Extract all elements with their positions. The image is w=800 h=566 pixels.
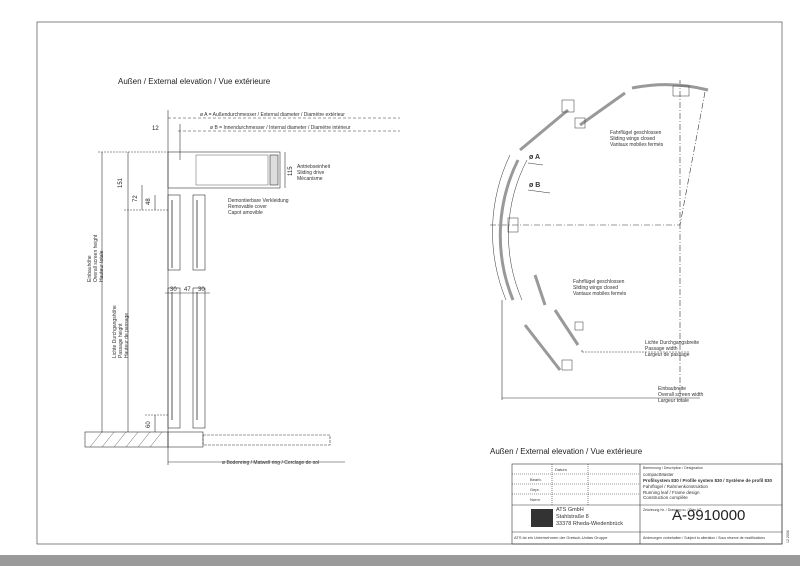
tb-datum: Datum (555, 467, 567, 472)
dim-151: 151 (118, 177, 124, 188)
tb-profile: Profilsystem 830 / Profile system 830 / … (643, 478, 773, 483)
tb-bearb: Bearb. (530, 477, 542, 482)
tb-desc-label: Benennung / Description / Désignation (643, 466, 703, 470)
ats-logo (531, 509, 553, 527)
dim-115: 115 (288, 166, 294, 176)
dim-b-label: ø B = Innendurchmesser / Internal diamet… (210, 125, 351, 131)
dim-72: 72 (133, 195, 139, 202)
dim-48: 48 (146, 198, 152, 205)
plan-title: Außen / External elevation / Vue extérie… (490, 447, 643, 456)
tb-notice: Änderungen vorbehalten / Subject to alte… (643, 536, 765, 540)
tb-gepr: Gepr. (530, 487, 540, 492)
dia-b-label: ø B (529, 182, 541, 189)
drive-head (167, 151, 281, 189)
dim-60: 60 (146, 421, 152, 428)
tb-drawing-number: A-9910000 (672, 507, 746, 524)
sheet-frame (36, 21, 783, 545)
dim-30-left: 30 (170, 287, 177, 293)
tb-side-date: 12 2006 (786, 530, 790, 543)
elevation-title: Außen / External elevation / Vue extérie… (118, 77, 271, 86)
dim-30-right: 30 (198, 287, 205, 293)
dia-a-label: ø A (529, 154, 541, 161)
title-block (511, 463, 783, 545)
floor-ring (202, 434, 331, 446)
tb-norm: Norm (530, 497, 540, 502)
dim-a-label: ø A = Außendurchmesser / External diamet… (200, 112, 345, 118)
bottom-band (0, 555, 800, 566)
glass-panels (167, 194, 206, 429)
dim-12: 12 (152, 126, 159, 132)
floor-ring-label: ø Bodenring / Matwell ring / Cerclage de… (222, 460, 319, 466)
dim-47: 47 (184, 287, 191, 293)
plan-outline (492, 85, 690, 371)
plan-wings (498, 83, 709, 371)
tb-product: compactMaster (643, 472, 674, 477)
floor-hatch (84, 431, 169, 448)
tb-drawing-label: Zeichnung Nr. / Drawing no. / Plan N° (643, 508, 702, 512)
tb-group: ATS ist ein Unternehmen der Gretsch-Unit… (514, 535, 608, 540)
